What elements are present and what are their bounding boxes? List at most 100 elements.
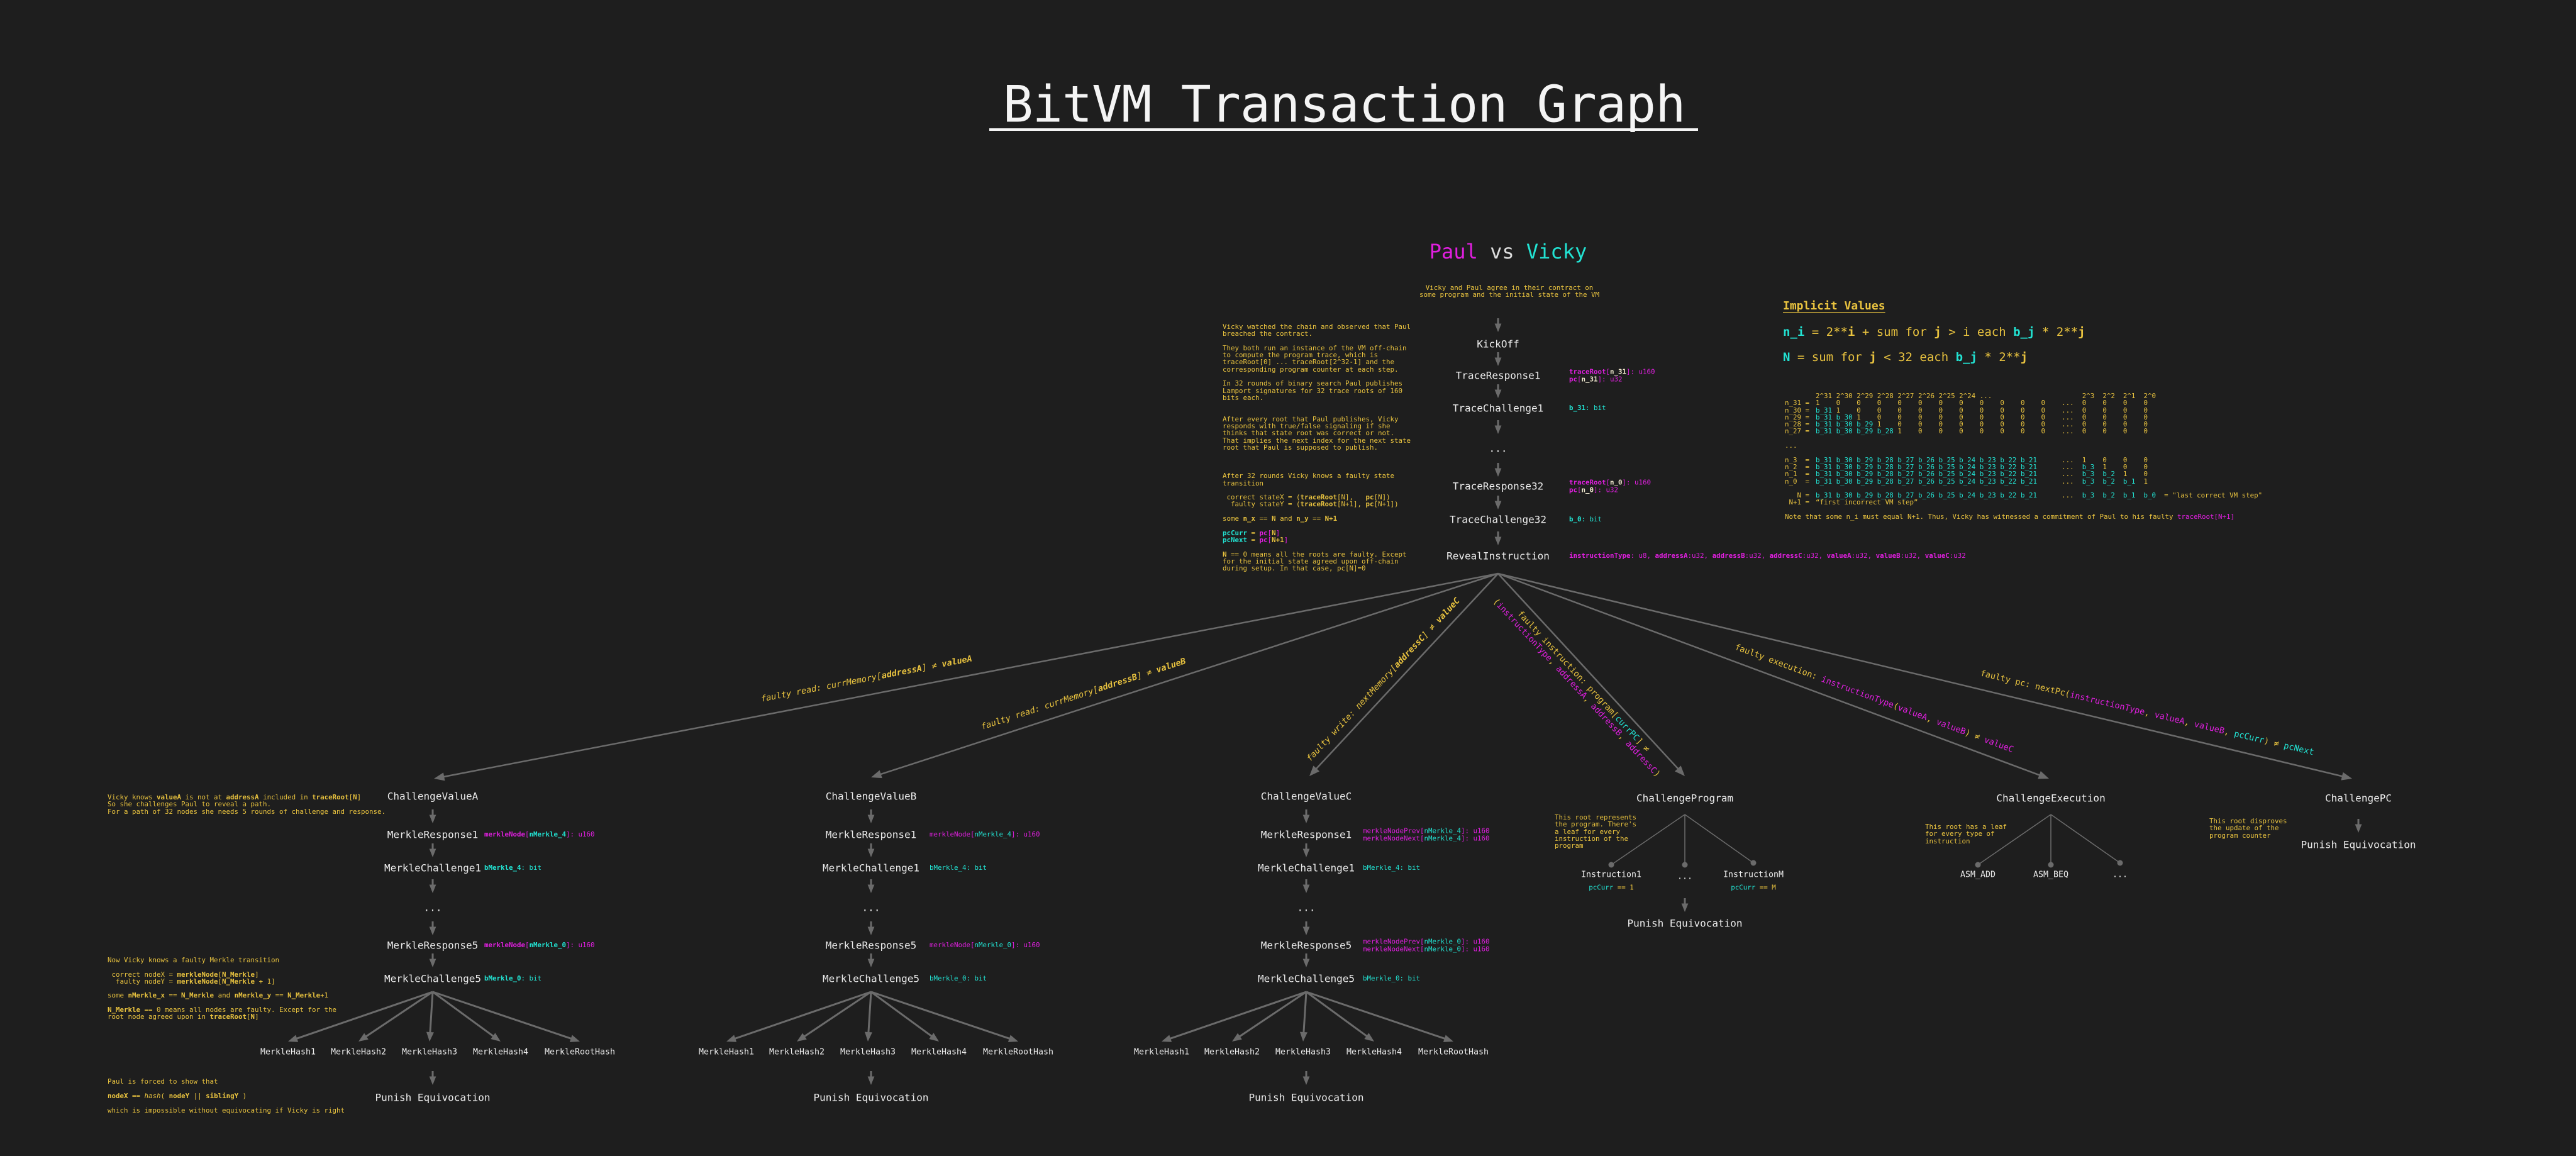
- text-segment: ]: u160: [566, 941, 595, 950]
- text-segment: merkleNode: [484, 941, 526, 950]
- text-segment: +1: [320, 991, 329, 1000]
- text-segment: traceRoot[0] ... traceRoot[2^32-1] and t…: [1223, 358, 1395, 367]
- down-arrow-icon: [867, 959, 875, 967]
- text-segment: to compute the program trace, which is: [1223, 351, 1379, 360]
- challenge-pc-root: ChallengePC: [2325, 792, 2392, 804]
- text-line: Note that some n_i must equal N+1. Thus,…: [1785, 513, 2235, 520]
- merkle-hash-edge: [1235, 991, 1307, 1040]
- text-segment: instructionType: [1569, 552, 1631, 560]
- table-cell: 0: [1857, 406, 1861, 414]
- text-line: program: [1555, 842, 1636, 849]
- merkle-node: MerkleChallenge1: [1257, 862, 1355, 874]
- text-line: the update of the: [2209, 825, 2287, 831]
- instruction-type-leaf: ASM_ADD: [1960, 870, 1996, 880]
- text-segment: thinks that state root was correct or no…: [1223, 429, 1395, 438]
- text-segment: addressA: [226, 793, 259, 801]
- text-line: For a path of 32 nodes she needs 5 round…: [108, 808, 386, 815]
- row-label: n_29 =: [1785, 413, 1810, 421]
- text-segment: ]: u32: [1594, 486, 1619, 494]
- trace-node-annotation: instructionType: u8, addressA:u32, addre…: [1569, 552, 1966, 560]
- arrowhead-icon: [1674, 765, 1685, 776]
- text-segment: breached the contract.: [1223, 330, 1313, 338]
- merkle-node-annotation: bMerkle_4: bit: [930, 864, 987, 872]
- text-line: bMerkle_4: bit: [1363, 864, 1420, 872]
- table-cell: b_29: [1857, 455, 1874, 464]
- text-line: corresponding program counter at each st…: [1223, 366, 1411, 373]
- table-cell: 0: [1857, 399, 1861, 408]
- text-segment: == 0 means all the roots are faulty. Exc…: [1226, 550, 1407, 559]
- text-segment: addressA: [1655, 552, 1688, 560]
- table-cell: b_24: [1959, 491, 1976, 500]
- trace-node-tracechallenge1: TraceChallenge1: [1452, 402, 1544, 414]
- merkle-node-annotation: merkleNode[nMerkle_0]: u160: [930, 942, 1040, 949]
- merkle-hash-edge: [870, 991, 937, 1040]
- text-segment: b_31: [1569, 404, 1586, 413]
- merkle-hash-leaf: MerkleHash1: [1133, 1047, 1190, 1057]
- table-cell: 2^24: [1959, 392, 1976, 400]
- formula-n-i: n_i = 2**i + sum for j > i each b_j * 2*…: [1783, 325, 2085, 339]
- table-cell: 0: [2143, 413, 2148, 421]
- text-segment: valueC: [1924, 552, 1950, 560]
- text-segment: n_0: [1581, 486, 1594, 494]
- text-segment: :u32,: [1802, 552, 1827, 560]
- table-row: ...: [1785, 442, 2262, 450]
- table-cell: 0: [2102, 399, 2107, 408]
- text-segment: nodeX: [108, 1092, 128, 1100]
- arrowhead-icon: [434, 772, 445, 781]
- table-cell: b_1: [2123, 491, 2136, 500]
- table-cell: 0: [2082, 406, 2087, 414]
- text-line: [1223, 451, 1411, 458]
- down-arrow-icon: [429, 814, 436, 823]
- merkle-hash-leaf: MerkleHash4: [472, 1047, 529, 1057]
- intro-note: Vicky and Paul agree in their contract o…: [1321, 284, 1698, 299]
- trace-node-: ...: [1489, 442, 1507, 455]
- punish-equivocation: Punish Equivocation: [1627, 917, 1743, 930]
- table-cell: ...: [2062, 477, 2074, 486]
- text-segment: N_Merkle: [108, 1006, 141, 1014]
- table-cell: b_28: [1877, 477, 1894, 486]
- text-segment: nMerkle_4: [529, 830, 567, 839]
- table-cell: 0: [2123, 406, 2128, 414]
- trace-node-revealinstruction: RevealInstruction: [1446, 550, 1550, 562]
- table-cell: b_21: [2020, 491, 2037, 500]
- table-cell: 2^31: [1816, 392, 1833, 400]
- table-cell: 0: [2000, 413, 2004, 421]
- table-cell: 0: [2123, 420, 2128, 429]
- table-cell: b_2: [2102, 477, 2115, 486]
- merkle-node: MerkleResponse1: [387, 828, 479, 841]
- text-segment: ]: [255, 970, 259, 979]
- table-cell: 0: [2082, 413, 2087, 421]
- table-cell: b_30: [1836, 491, 1853, 500]
- table-cell: b_30: [1836, 455, 1853, 464]
- table-cell: 2^26: [1918, 392, 1935, 400]
- text-segment: nodeY: [169, 1092, 190, 1100]
- table-cell: b_3: [2082, 462, 2095, 471]
- down-arrow-icon: [429, 926, 436, 935]
- text-segment: == 0 means all nodes are faulty. Except …: [140, 1006, 337, 1014]
- text-segment: [: [247, 1013, 251, 1021]
- text-line: root node agreed upon in traceRoot[N]: [108, 1013, 336, 1020]
- table-cell: 0: [1877, 399, 1882, 408]
- text-segment: [N+1],: [1337, 500, 1366, 509]
- table-cell: 0: [1979, 406, 1984, 414]
- text-line: some nMerkle_x == N_Merkle and nMerkle_y…: [108, 992, 336, 999]
- text-segment: : bit: [966, 864, 987, 872]
- text-segment: pcNext: [1223, 535, 1248, 544]
- text-segment: :u32,: [1745, 552, 1770, 560]
- text-line: N_Merkle == 0 means all nodes are faulty…: [108, 1006, 336, 1013]
- table-cell: 0: [2020, 420, 2025, 429]
- table-cell: 2^2: [2102, 392, 2115, 400]
- down-arrow-icon: [867, 884, 875, 893]
- table-cell: 0: [1938, 427, 1943, 436]
- table-cell: b_30: [1836, 470, 1853, 479]
- table-cell: b_21: [2020, 462, 2037, 471]
- trace-node-traceresponse32: TraceResponse32: [1452, 480, 1544, 492]
- merkle-node-annotation: bMerkle_0: bit: [1363, 975, 1420, 982]
- table-cell: b_2: [2102, 491, 2115, 500]
- leaf-dot-icon: [2117, 860, 2123, 866]
- table-cell: 0: [1979, 427, 1984, 436]
